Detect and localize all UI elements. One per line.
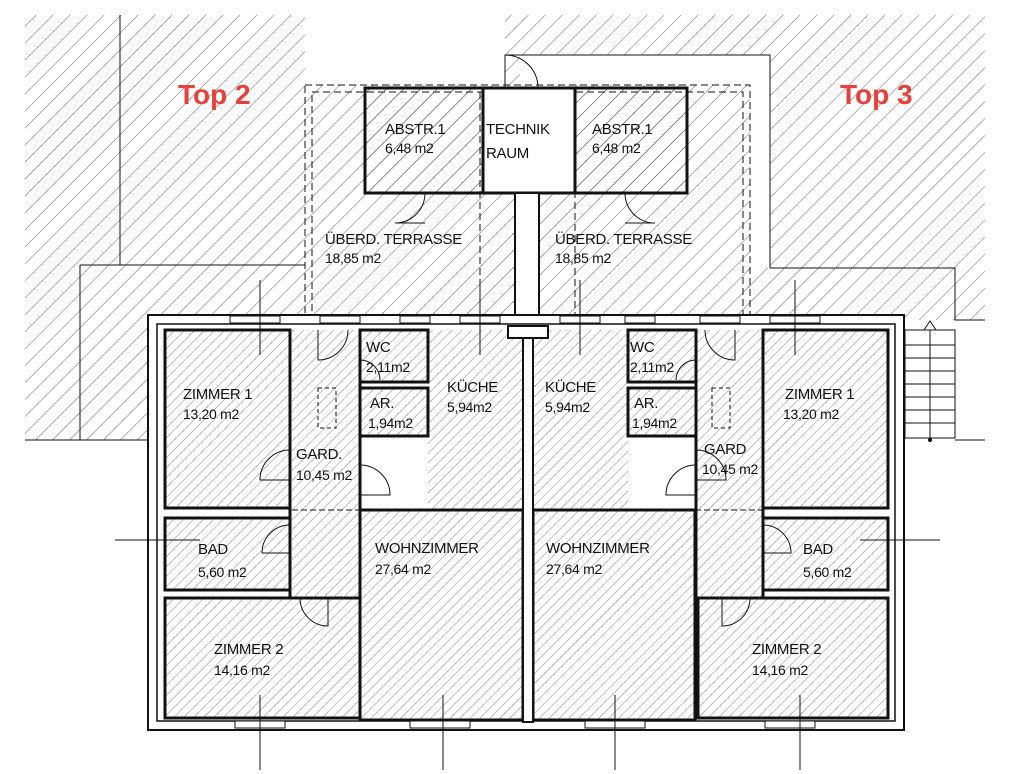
room-name-terrasse-top2: ÜBERD. TERRASSE bbox=[325, 230, 462, 248]
room-area-terrasse-top3: 18,85 m2 bbox=[555, 250, 611, 266]
room-area-gard-top3: 10,45 m2 bbox=[702, 461, 758, 477]
room-area-zimmer1-top2: 13,20 m2 bbox=[183, 406, 239, 422]
room-area-gard-top2: 10,45 m2 bbox=[296, 467, 352, 483]
room-name-wohnzimmer-top2: WOHNZIMMER bbox=[375, 540, 479, 557]
stairs bbox=[904, 320, 985, 442]
room-area-abstr-top2: 6,48 m2 bbox=[385, 140, 434, 156]
unit-label-top2: Top 2 bbox=[178, 79, 251, 110]
unit-label-top3: Top 3 bbox=[840, 79, 913, 110]
room-name-zimmer2-top3: ZIMMER 2 bbox=[752, 641, 821, 658]
room-name-kueche-top3: KÜCHE bbox=[545, 378, 596, 396]
room-area-kueche-top2: 5,94m2 bbox=[447, 399, 492, 415]
room-name-kueche-top2: KÜCHE bbox=[447, 378, 498, 396]
room-area-zimmer2-top2: 14,16 m2 bbox=[214, 662, 270, 678]
room-area-bad-top3: 5,60 m2 bbox=[803, 564, 852, 580]
room-name-ar-top3: AR. bbox=[634, 395, 658, 412]
technik-label-line1: TECHNIK bbox=[486, 121, 550, 138]
room-name-zimmer1-top2: ZIMMER 1 bbox=[183, 386, 252, 403]
room-name-gard-top2: GARD. bbox=[296, 446, 342, 463]
room-area-wc-top3: 2,11m2 bbox=[630, 359, 674, 375]
room-area-bad-top2: 5,60 m2 bbox=[198, 564, 247, 580]
room-area-wohnzimmer-top3: 27,64 m2 bbox=[546, 561, 602, 577]
room-name-ar-top2: AR. bbox=[370, 395, 394, 412]
room-area-ar-top2: 1,94m2 bbox=[368, 415, 413, 431]
room-name-gard-top3: GARD bbox=[704, 441, 747, 458]
room-area-ar-top3: 1,94m2 bbox=[632, 415, 677, 431]
building bbox=[115, 280, 940, 770]
room-name-abstr-top3: ABSTR.1 bbox=[592, 121, 652, 138]
technik-label-line2: RAUM bbox=[486, 145, 529, 162]
room-name-zimmer2-top2: ZIMMER 2 bbox=[214, 641, 283, 658]
room-name-zimmer1-top3: ZIMMER 1 bbox=[785, 386, 854, 403]
room-name-wohnzimmer-top3: WOHNZIMMER bbox=[546, 540, 650, 557]
room-name-terrasse-top3: ÜBERD. TERRASSE bbox=[555, 230, 692, 248]
room-area-zimmer1-top3: 13,20 m2 bbox=[783, 406, 839, 422]
unit-top2-labels: Top 2 ABSTR.1 6,48 m2 ÜBERD. TERRASSE 18… bbox=[178, 79, 499, 678]
room-name-bad-top3: BAD bbox=[803, 541, 833, 558]
room-area-kueche-top3: 5,94m2 bbox=[545, 399, 590, 415]
room-area-terrasse-top2: 18,85 m2 bbox=[325, 250, 381, 266]
room-area-wohnzimmer-top2: 27,64 m2 bbox=[375, 561, 431, 577]
room-area-zimmer2-top3: 14,16 m2 bbox=[752, 662, 808, 678]
room-name-wc-top3: WC bbox=[630, 339, 655, 356]
storage-block bbox=[363, 54, 689, 316]
room-name-abstr-top2: ABSTR.1 bbox=[385, 121, 445, 138]
room-name-bad-top2: BAD bbox=[198, 541, 228, 558]
room-area-wc-top2: 2,11m2 bbox=[366, 359, 410, 375]
room-area-abstr-top3: 6,48 m2 bbox=[592, 140, 641, 156]
room-name-wc-top2: WC bbox=[366, 339, 391, 356]
technik-room-labels: TECHNIK RAUM bbox=[486, 121, 550, 162]
unit-top3-labels: Top 3 ABSTR.1 6,48 m2 ÜBERD. TERRASSE 18… bbox=[545, 79, 913, 678]
